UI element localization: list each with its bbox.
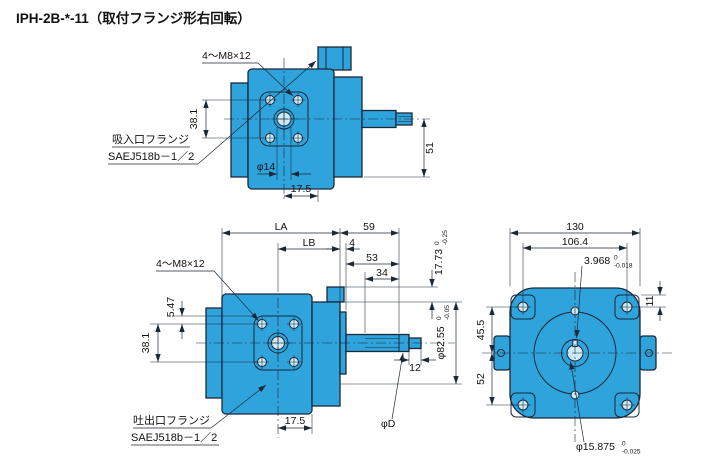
label-suction-flange: 吸入口フランジ SAEJ518b－1／2 <box>108 60 317 165</box>
dim-phi14-text: φ14 <box>257 161 276 173</box>
dim-phiD-text: φD <box>381 418 396 430</box>
dim-la-text: LA <box>275 221 288 233</box>
dim-key-tol-upper: 0 <box>614 255 618 262</box>
callout-bolts-side: 4～M8×12 <box>156 258 259 321</box>
dim-45-5-text: 45.5 <box>475 320 487 341</box>
dim-5-47: 5.47 <box>150 297 257 339</box>
mounting-flange-plate <box>230 82 249 178</box>
dim-17-73-tol-lower: -0.25 <box>442 230 449 245</box>
page-title: IPH-2B-*-11（取付フランジ形右回転） <box>16 10 251 26</box>
mounting-flange-plate <box>205 307 223 399</box>
dim-phi82-55-text: φ82.55 <box>435 326 447 359</box>
dim-phi82-55-tol-upper: 0 <box>436 316 443 320</box>
dim-17-5-top-text: 17.5 <box>291 183 312 195</box>
corner-pad <box>614 392 640 418</box>
dim-53-text: 53 <box>366 252 378 264</box>
dim-130-text: 130 <box>566 221 584 233</box>
pump-main-body <box>221 293 313 415</box>
suction-flange-label-text: 吸入口フランジ <box>112 134 189 146</box>
dim-phi15-875-text: φ15.875 <box>576 441 615 453</box>
dim-phi82-55-tol-lower: -0.05 <box>444 305 451 320</box>
dim-12-text: 12 <box>409 362 421 374</box>
dim-key-width: 3.968 0 -0.018 <box>574 255 633 339</box>
dim-phi15-875-tol-lower: -0.025 <box>622 449 641 456</box>
pump-body-shapes-top <box>230 46 413 190</box>
dim-5-47-text: 5.47 <box>165 297 177 318</box>
pump-rear-section <box>311 301 341 407</box>
callout-bolts-top: 4～M8×12 <box>202 50 294 97</box>
dim-59-text: 59 <box>363 221 375 233</box>
dim-45-5: 45.5 <box>475 306 517 353</box>
pump-body-shapes-side <box>205 286 422 415</box>
dim-key-tol-lower: -0.018 <box>614 263 633 270</box>
bolt-callout-top-text: 4～M8×12 <box>202 50 251 62</box>
dim-34-text: 34 <box>376 267 388 279</box>
hole-center-marks <box>515 299 635 413</box>
front-view: 130 106.4 3.968 0 -0.018 11 45.5 <box>475 221 674 456</box>
dim-106-4-text: 106.4 <box>562 236 588 248</box>
dim-11: 11 <box>635 281 666 321</box>
pump-rear-section <box>333 76 363 178</box>
dim-130: 130 <box>509 221 641 286</box>
port-step <box>326 286 345 303</box>
dim-17-5-side: 17.5 <box>278 414 313 434</box>
dim-key-text: 3.968 <box>584 255 610 267</box>
dim-17-73-text: 17.73 <box>433 249 445 275</box>
bolt-callout-side-text: 4～M8×12 <box>156 258 205 270</box>
dim-17-5-top: 17.5 <box>284 183 319 202</box>
dim-17-73: 17.73 0 -0.25 <box>340 230 462 319</box>
dim-17-73-tol-upper: 0 <box>434 241 441 245</box>
dim-phi15-875: φ15.875 0 -0.025 <box>569 361 641 456</box>
dim-4-text: 4 <box>349 237 355 249</box>
discharge-side-view: LA 59 LB 4 53 34 17.73 0 -0.25 <box>131 221 462 446</box>
dim-lb-text: LB <box>303 237 316 249</box>
dim-phi82-55: φ82.55 0 -0.05 <box>340 302 462 385</box>
dim-38-1-top: 38.1 <box>188 99 264 139</box>
dim-phiD: φD <box>381 352 405 430</box>
suction-side-view: 38.1 51 φ14 17.5 4～M8×12 吸入口フランジ <box>108 46 436 202</box>
dim-17-5-side-text: 17.5 <box>285 415 306 427</box>
label-discharge-flange: 吐出口フランジ SAEJ518b－1／2 <box>131 384 267 446</box>
dim-52: 52 <box>475 353 517 406</box>
suction-port-block <box>317 46 352 71</box>
dim-51-text: 51 <box>424 142 436 154</box>
discharge-flange-label-text: 吐出口フランジ <box>133 413 210 427</box>
dim-38-1-side: 38.1 <box>140 324 257 363</box>
dim-phi14: φ14 <box>257 127 311 180</box>
suction-flange-spec-text: SAEJ518b－1／2 <box>108 150 194 163</box>
dim-11-text: 11 <box>644 295 656 306</box>
dim-51: 51 <box>364 119 436 178</box>
dim-52-text: 52 <box>475 373 487 385</box>
dim-38-1-text: 38.1 <box>188 109 200 130</box>
dim-38-1-side-text: 38.1 <box>140 333 152 354</box>
dim-106-4: 106.4 <box>522 236 628 300</box>
discharge-flange-spec-text: SAEJ518b－1／2 <box>131 431 217 444</box>
dim-stack-top: LA 59 LB 4 53 34 <box>221 221 400 333</box>
dim-phi15-875-tol-upper: 0 <box>622 441 626 448</box>
